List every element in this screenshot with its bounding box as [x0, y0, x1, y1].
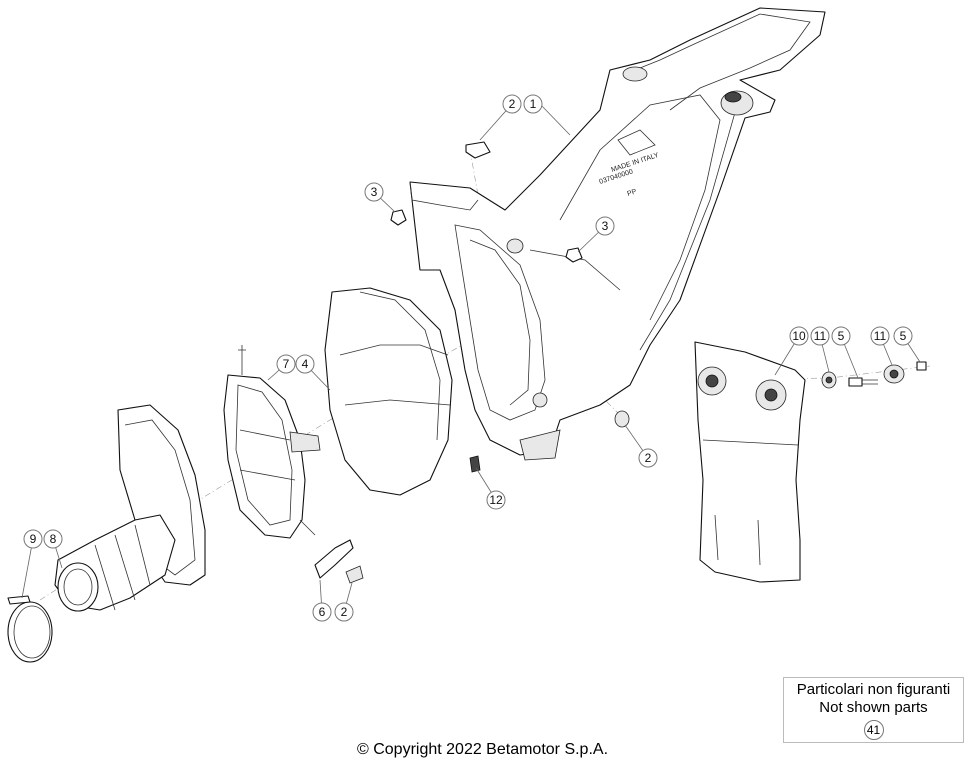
callout-4-air-filter: 4: [295, 354, 315, 374]
svg-text:2: 2: [645, 451, 652, 465]
copyright-footer: © Copyright 2022 Betamotor S.p.A.: [356, 741, 609, 758]
callout-9-clamp: 9: [23, 529, 43, 549]
callout-5-bolt-a: 5: [831, 326, 851, 346]
not-shown-title-english: Not shown parts: [819, 699, 928, 716]
callout-2-grommet: 2: [638, 448, 658, 468]
callout-2-fastener: 2: [502, 94, 522, 114]
explosion-axes: [39, 149, 931, 601]
not-shown-parts-box: Particolari non figuranti Not shown part…: [783, 677, 964, 743]
latch-clip: [314, 539, 364, 584]
callout-12-nut: 12: [486, 490, 506, 510]
callout-6-latch: 6: [312, 602, 332, 622]
callout-10-side-cover: 10: [789, 326, 809, 346]
svg-text:2: 2: [341, 605, 348, 619]
washers-and-bolts: [821, 361, 927, 389]
side-cover-panel: [694, 341, 806, 583]
callout-11-washer-b: 11: [870, 326, 890, 346]
not-shown-title-italian: Particolari non figuranti: [796, 681, 951, 698]
callout-1-airbox: 1: [523, 94, 543, 114]
svg-text:2: 2: [509, 97, 516, 111]
svg-text:9: 9: [30, 532, 37, 546]
callout-3-bolt-left: 3: [364, 182, 384, 202]
callout-3-bolt-right: 3: [595, 216, 615, 236]
callout-11-washer-a: 11: [810, 326, 830, 346]
intake-boot: [54, 404, 206, 612]
svg-text:10: 10: [792, 329, 806, 343]
callout-5-bolt-b: 5: [893, 326, 913, 346]
svg-text:4: 4: [302, 357, 309, 371]
material-marking: PP: [626, 188, 637, 198]
callout-8-intake-boot: 8: [43, 529, 63, 549]
filter-cage: [223, 345, 321, 539]
svg-text:8: 8: [50, 532, 57, 546]
air-filter: [324, 287, 453, 496]
svg-text:6: 6: [319, 605, 326, 619]
svg-text:5: 5: [838, 329, 845, 343]
svg-text:1: 1: [530, 97, 537, 111]
svg-text:7: 7: [283, 357, 290, 371]
callout-7-filter-cage: 7: [276, 354, 296, 374]
callout-2-clip: 2: [334, 602, 354, 622]
svg-text:5: 5: [900, 329, 907, 343]
not-shown-ref-callout: 41: [863, 720, 884, 740]
svg-text:3: 3: [371, 185, 378, 199]
svg-text:11: 11: [814, 329, 827, 343]
svg-text:11: 11: [874, 329, 887, 343]
hose-clamp: [7, 595, 53, 663]
svg-text:12: 12: [489, 493, 503, 507]
airbox-frame: MADE IN ITALY 037040000 PP: [409, 7, 826, 461]
svg-text:3: 3: [602, 219, 609, 233]
